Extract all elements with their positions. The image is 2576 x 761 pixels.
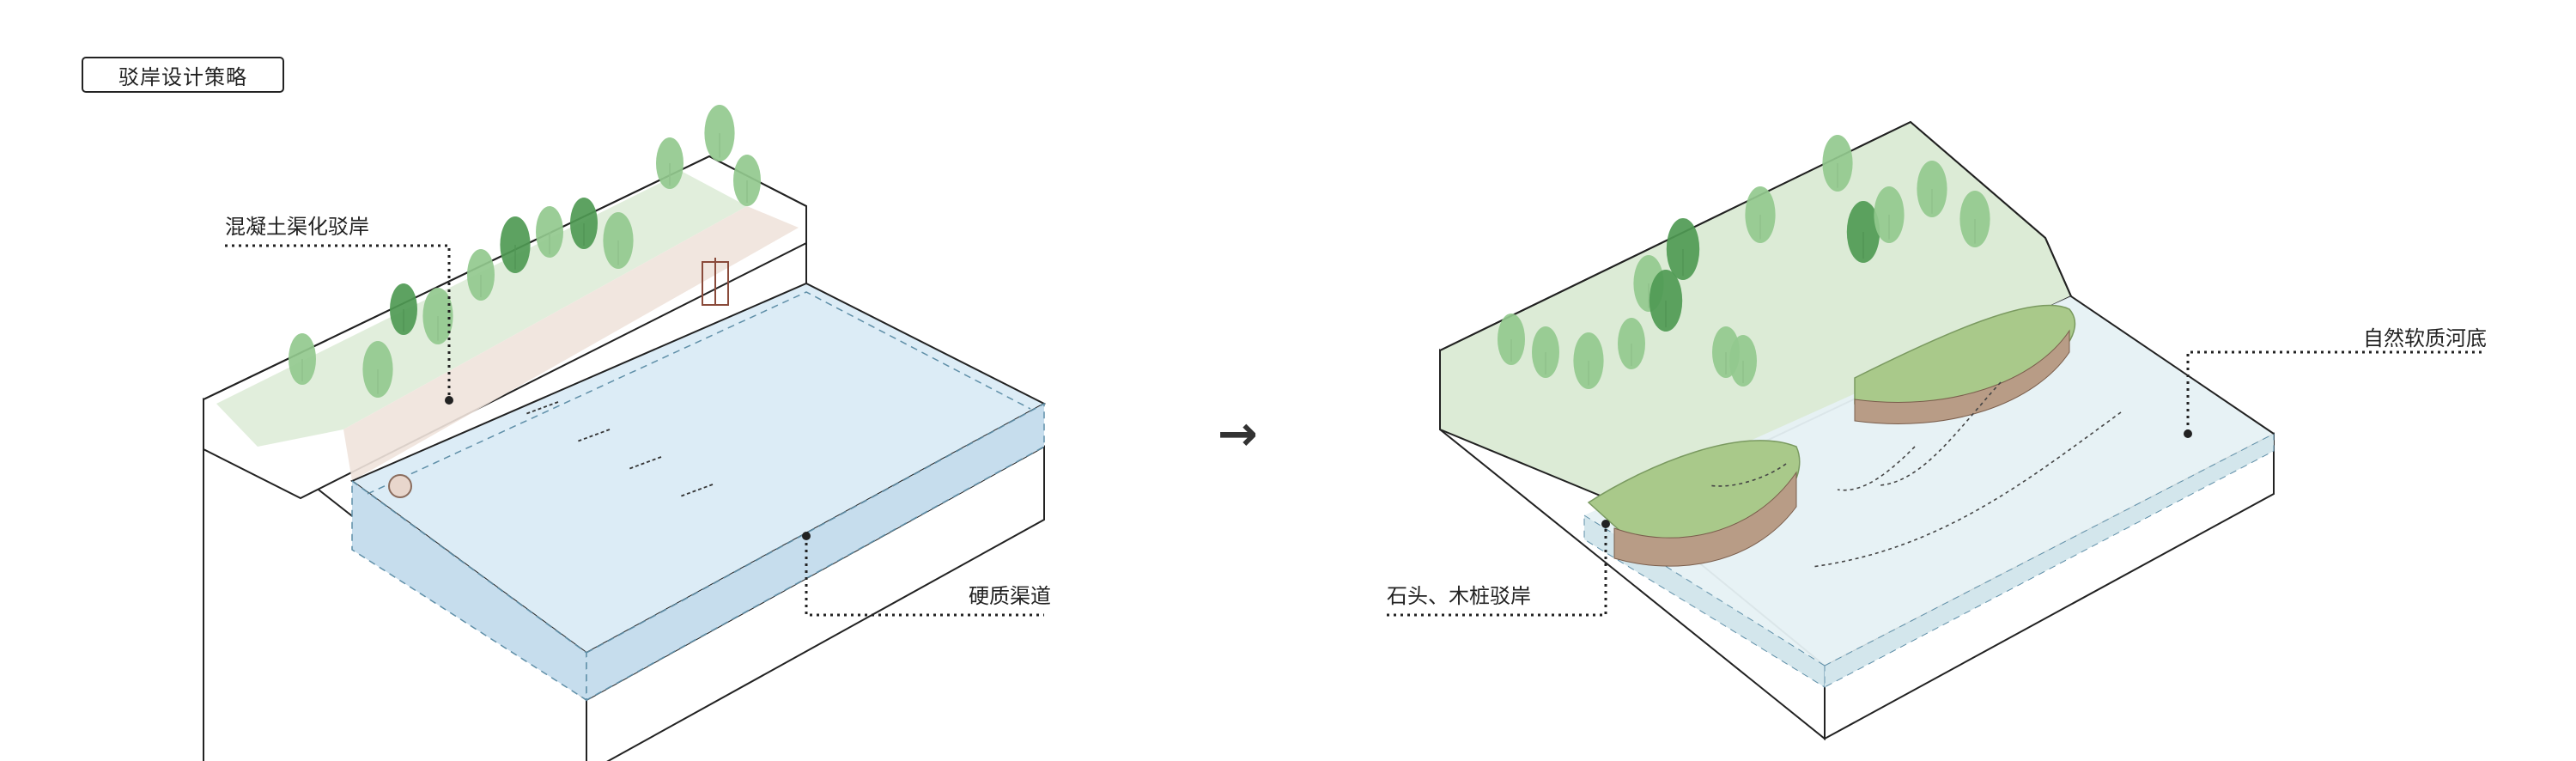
label-natural-riverbed: 自然软质河底 [2363, 326, 2487, 350]
left-tree-row [289, 105, 761, 398]
tree-icon [570, 198, 598, 249]
tree-icon [733, 155, 761, 206]
diagram-title-text: 驳岸设计策略 [118, 64, 247, 89]
tree-icon [656, 137, 683, 189]
callout-dot-natural-riverbed [2184, 429, 2192, 438]
drain-pipe [388, 474, 412, 498]
tree-icon [422, 288, 453, 344]
right-tree-cluster [1498, 135, 1990, 389]
tree-icon [603, 212, 634, 269]
diagram-title: 驳岸设计策略 [82, 57, 284, 93]
timber-edge-lower [1613, 471, 1797, 567]
natural-flow-lines [1708, 381, 2122, 568]
callout-dot-hard-channel [802, 532, 811, 540]
timber-edge-upper [1854, 329, 2070, 424]
tree-icon [1729, 335, 1757, 387]
tree-icon [1618, 318, 1645, 369]
transition-arrow-icon: → [1218, 406, 1258, 462]
label-hard-channel: 硬质渠道 [969, 584, 1051, 608]
natural-riverbed-block [1439, 120, 2275, 741]
label-stone-timber-bank: 石头、木桩驳岸 [1387, 584, 1531, 608]
tree-icon [390, 283, 417, 335]
tree-icon [1573, 332, 1604, 389]
tree-icon [1874, 186, 1905, 243]
tree-icon [1498, 314, 1525, 365]
natural-river-water [1584, 296, 2274, 666]
callout-line-natural-riverbed [2186, 350, 2482, 434]
tree-icon [1959, 191, 1990, 247]
tree-icon [1822, 135, 1853, 192]
tree-icon [536, 206, 563, 258]
label-concrete-bank: 混凝土渠化驳岸 [225, 215, 369, 239]
callout-dot-concrete-bank [445, 396, 453, 405]
tree-icon [500, 216, 531, 273]
tree-icon [1846, 201, 1880, 263]
tree-icon [1666, 218, 1700, 280]
natural-river-water-side [1824, 433, 2275, 688]
tree-icon [1745, 186, 1776, 243]
hard-channel-water-side [586, 402, 1045, 702]
tree-icon [1532, 326, 1559, 378]
hard-channel-waterline [367, 291, 1031, 495]
left-concrete-path [343, 206, 799, 481]
tree-icon [1917, 161, 1947, 217]
tree-icon [289, 333, 316, 385]
tree-icon [467, 249, 495, 301]
tree-icon [1649, 270, 1683, 332]
tree-icon [704, 105, 735, 161]
tree-icon [362, 341, 393, 398]
callout-dot-stone-timber-bank [1601, 520, 1610, 528]
